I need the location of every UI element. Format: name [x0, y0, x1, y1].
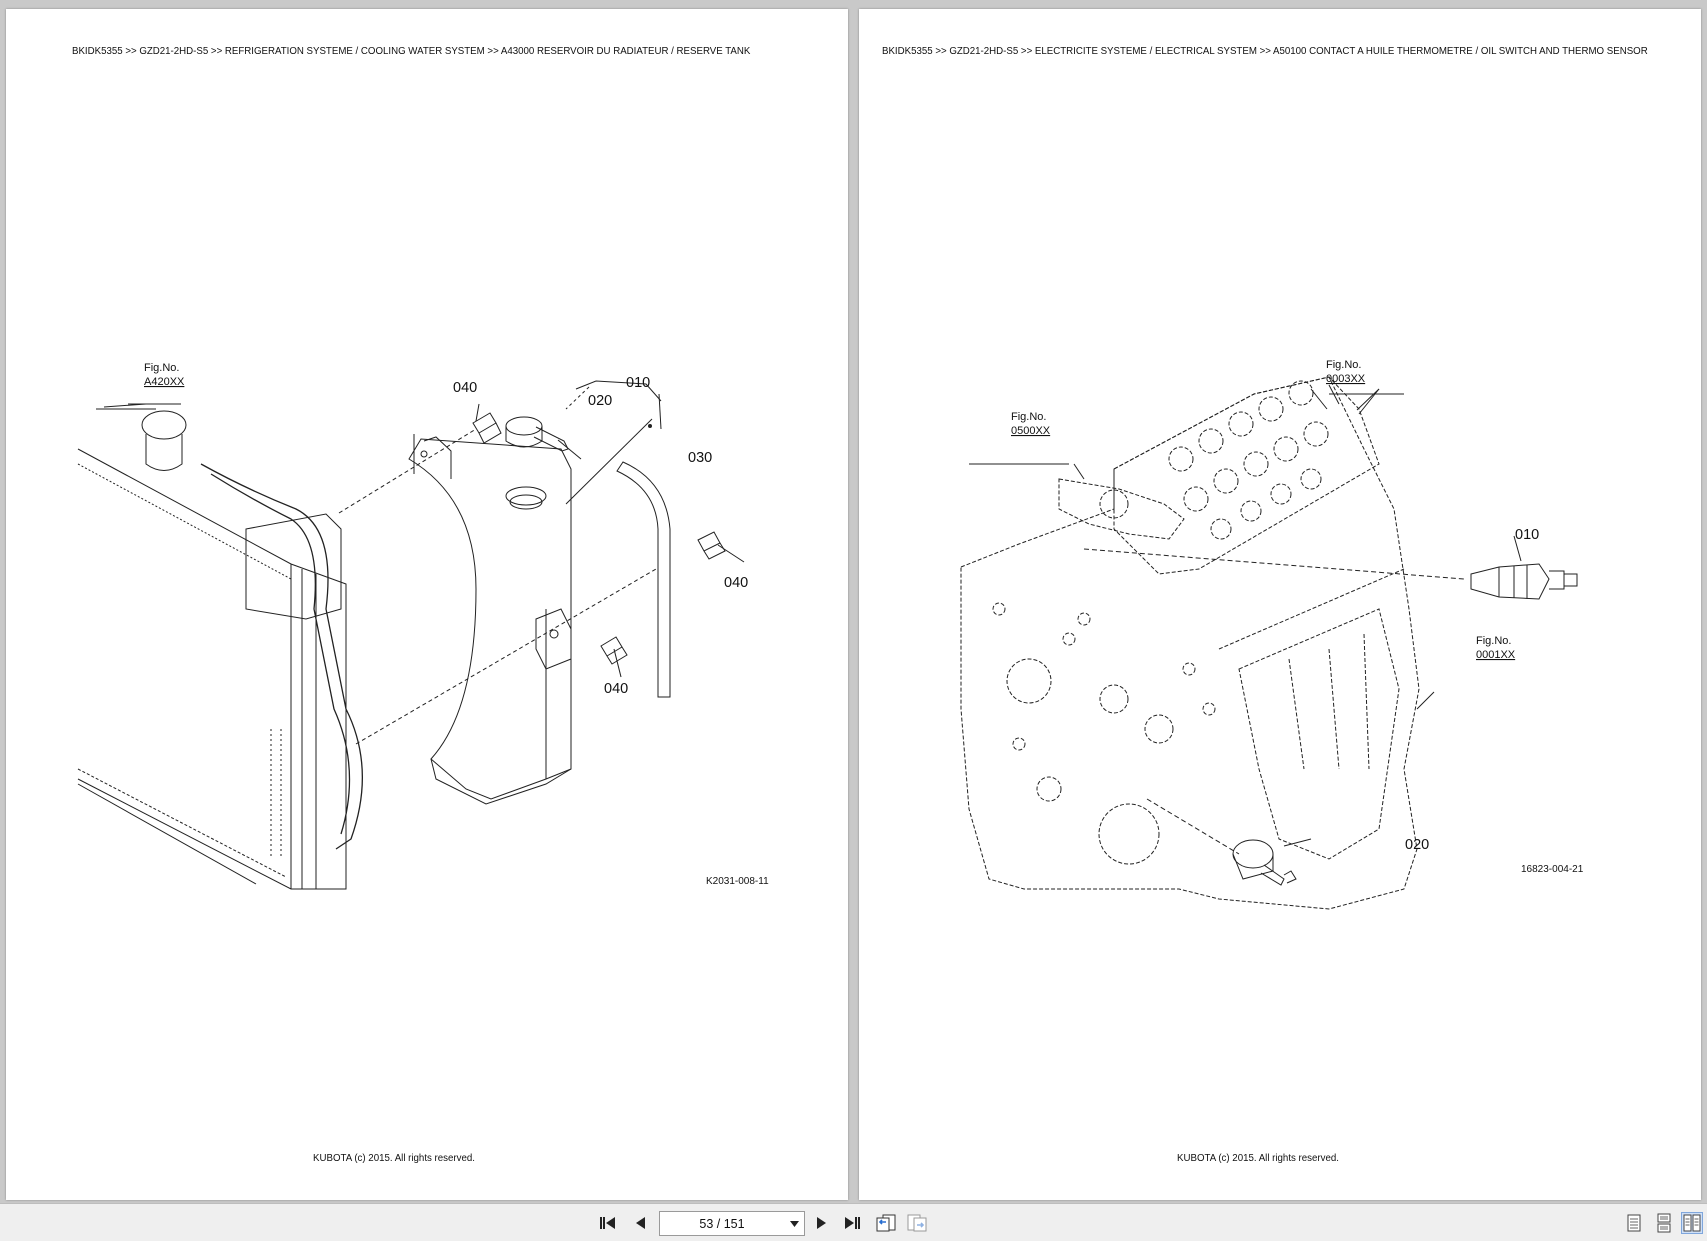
callout-030: 030	[688, 450, 712, 466]
page-footer: KUBOTA (c) 2015. All rights reserved.	[313, 1153, 475, 1164]
single-page-view-button[interactable]	[1623, 1212, 1645, 1234]
fig-ref-link-0500xx[interactable]: 0500XX	[1011, 425, 1051, 437]
two-page-icon	[1683, 1214, 1701, 1232]
pdf-page-right: BKIDK5355 >> GZD21-2HD-S5 >> ELECTRICITE…	[859, 9, 1701, 1200]
page-footer: KUBOTA (c) 2015. All rights reserved.	[1177, 1153, 1339, 1164]
last-page-icon	[845, 1217, 860, 1229]
previous-page-icon	[636, 1217, 645, 1229]
next-view-icon	[907, 1214, 927, 1232]
continuous-icon	[1657, 1213, 1671, 1233]
page-header: BKIDK5355 >> GZD21-2HD-S5 >> REFRIGERATI…	[72, 46, 751, 57]
pdf-page-left: BKIDK5355 >> GZD21-2HD-S5 >> REFRIGERATI…	[6, 9, 848, 1200]
callout-040: 040	[724, 575, 748, 591]
callout-040: 040	[453, 380, 477, 396]
drawing-code: 16823-004-21	[1521, 864, 1584, 875]
drawing-code: K2031-008-11	[706, 876, 769, 887]
next-page-button[interactable]	[811, 1212, 833, 1234]
navigation-toolbar: 53 / 151	[0, 1203, 1707, 1241]
page-indicator[interactable]: 53 / 151	[699, 1216, 745, 1231]
parts-diagram-oil-switch: Fig.No. 0003XX Fig.No. 0500XX Fig.No. 00…	[960, 359, 1584, 910]
parts-diagram-reserve-tank: Fig.No. A420XX 010 020 030 040 040 040 K…	[77, 362, 769, 890]
next-view-button[interactable]	[906, 1212, 928, 1234]
fig-ref-link[interactable]: A420XX	[144, 376, 185, 388]
previous-view-button[interactable]	[875, 1212, 897, 1234]
fig-ref-link-0001xx[interactable]: 0001XX	[1476, 649, 1516, 661]
single-page-icon	[1627, 1214, 1641, 1232]
callout-020: 020	[588, 393, 612, 409]
document-viewport[interactable]: BKIDK5355 >> GZD21-2HD-S5 >> REFRIGERATI…	[0, 0, 1707, 1203]
page-header: BKIDK5355 >> GZD21-2HD-S5 >> ELECTRICITE…	[882, 46, 1648, 57]
fig-no-label: Fig.No.	[1011, 411, 1046, 423]
first-page-icon	[600, 1217, 615, 1229]
last-page-button[interactable]	[841, 1212, 863, 1234]
page-number-field[interactable]: 53 / 151	[659, 1211, 805, 1236]
fig-ref-link-0003xx[interactable]: 0003XX	[1326, 373, 1366, 385]
previous-view-icon	[876, 1214, 896, 1232]
first-page-button[interactable]	[597, 1212, 619, 1234]
chevron-down-icon[interactable]	[784, 1220, 804, 1227]
callout-010: 010	[626, 375, 650, 391]
fig-no-label: Fig.No.	[1326, 359, 1361, 371]
callout-040: 040	[604, 681, 628, 697]
continuous-view-button[interactable]	[1653, 1212, 1675, 1234]
fig-no-label: Fig.No.	[144, 362, 179, 374]
next-page-icon	[817, 1217, 826, 1229]
callout-020: 020	[1405, 837, 1429, 853]
two-page-view-button[interactable]	[1681, 1212, 1703, 1234]
fig-no-label: Fig.No.	[1476, 635, 1511, 647]
previous-page-button[interactable]	[629, 1212, 651, 1234]
callout-010: 010	[1515, 527, 1539, 543]
